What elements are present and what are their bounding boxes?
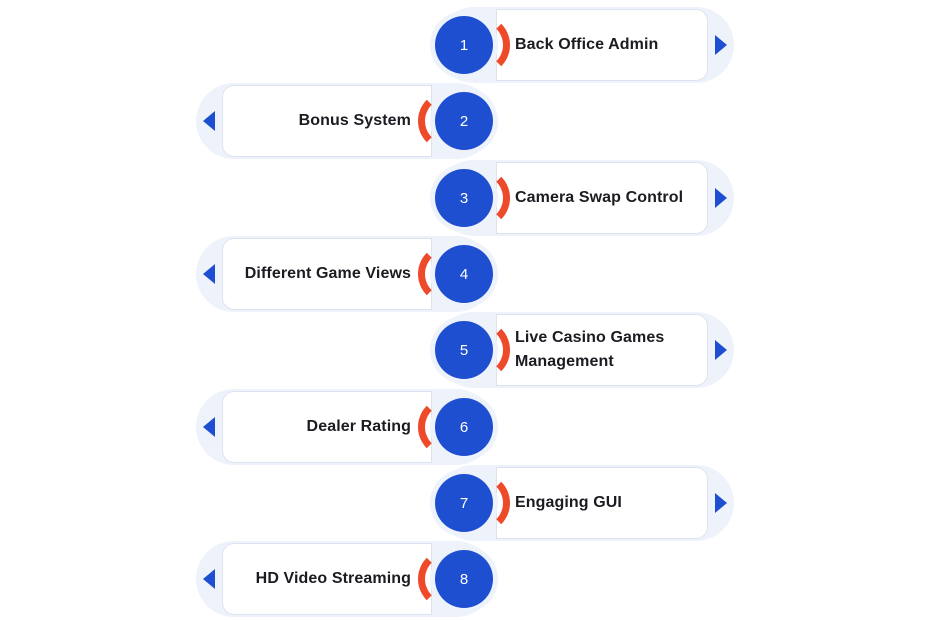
step-3: Camera Swap Control 3 [0, 160, 930, 236]
orange-arc-accent [418, 91, 478, 151]
step-label-box: Different Game Views [222, 238, 432, 310]
triangle-right-icon [715, 493, 727, 513]
step-label-box: Camera Swap Control [496, 162, 708, 234]
step-label: Bonus System [298, 112, 411, 129]
step-6: Dealer Rating 6 [0, 389, 930, 465]
orange-arc-accent [450, 320, 510, 380]
step-label: HD Video Streaming [255, 570, 411, 587]
step-label-box: Back Office Admin [496, 9, 708, 81]
orange-arc-accent [418, 244, 478, 304]
step-7: Engaging GUI 7 [0, 465, 930, 541]
step-4: Different Game Views 4 [0, 236, 930, 312]
step-label-box: Dealer Rating [222, 391, 432, 463]
triangle-left-icon [203, 264, 215, 284]
orange-arc-accent [450, 15, 510, 75]
triangle-right-icon [715, 35, 727, 55]
step-5: Live Casino Games Management 5 [0, 312, 930, 388]
triangle-right-icon [715, 340, 727, 360]
step-label: Dealer Rating [306, 418, 411, 435]
orange-arc-accent [418, 549, 478, 609]
triangle-left-icon [203, 111, 215, 131]
step-label-box: Engaging GUI [496, 467, 708, 539]
step-label-box: Bonus System [222, 85, 432, 157]
step-1: Back Office Admin 1 [0, 7, 930, 83]
step-label: Camera Swap Control [515, 189, 684, 206]
triangle-left-icon [203, 569, 215, 589]
step-label: Engaging GUI [515, 494, 622, 511]
step-2: Bonus System 2 [0, 83, 930, 159]
step-label: Different Game Views [244, 265, 411, 282]
step-label: Live Casino Games Management [515, 329, 665, 370]
step-label-box: HD Video Streaming [222, 543, 432, 615]
step-8: HD Video Streaming 8 [0, 541, 930, 617]
step-label: Back Office Admin [515, 36, 659, 53]
orange-arc-accent [450, 473, 510, 533]
triangle-left-icon [203, 417, 215, 437]
step-label-box: Live Casino Games Management [496, 314, 708, 386]
triangle-right-icon [715, 188, 727, 208]
orange-arc-accent [450, 168, 510, 228]
orange-arc-accent [418, 397, 478, 457]
